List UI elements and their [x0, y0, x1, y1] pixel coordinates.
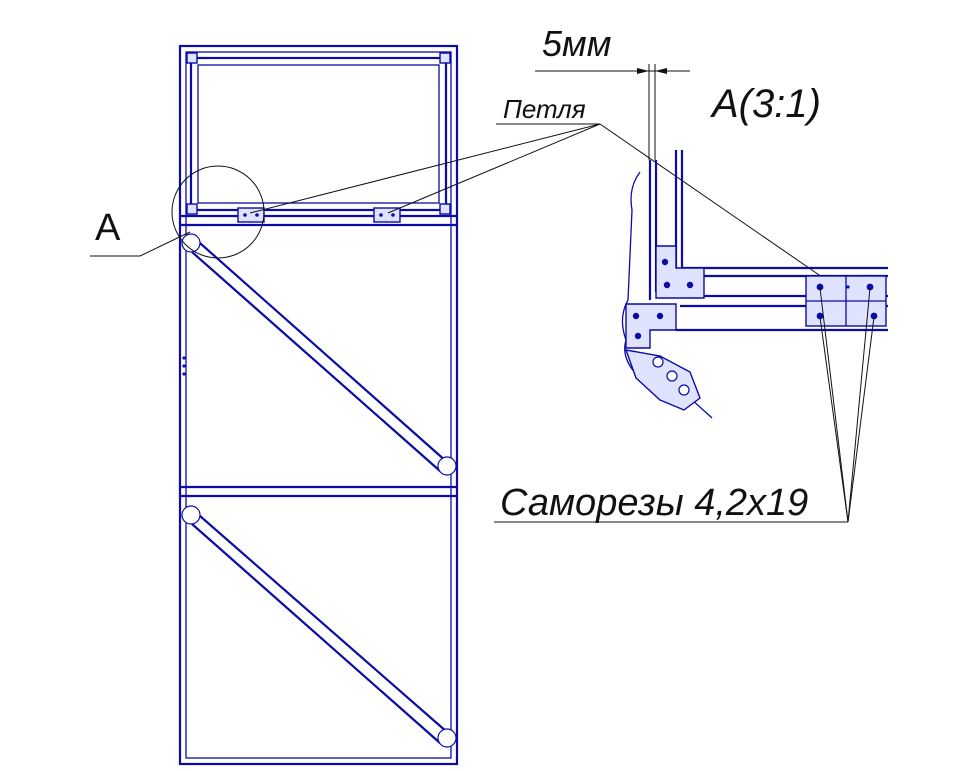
top-sash [186, 52, 451, 215]
screws-label: Саморезы 4,2х19 [500, 482, 808, 524]
screws-label-leaders [494, 287, 875, 523]
detail-view [621, 150, 888, 419]
dimension-label: 5мм [542, 23, 611, 64]
view-letter-leader [90, 231, 191, 257]
main-frame [171, 44, 459, 766]
corner-bracket-upper [655, 245, 705, 299]
hinge-label-leaders [249, 123, 839, 289]
diagonal-brace-upper [181, 233, 457, 476]
horizontal-rails [180, 214, 457, 498]
diagonal-brace-lower [181, 505, 457, 748]
view-letter: A [95, 207, 121, 249]
detail-title: A(3:1) [710, 82, 821, 126]
hinge-label: Петля [503, 94, 586, 124]
detail-callout-circle [171, 165, 265, 259]
corner-bracket-lower [625, 303, 677, 349]
brace-end [624, 349, 701, 411]
dimension-5mm [535, 64, 690, 160]
hinge-plate [805, 275, 887, 327]
hinge-right [373, 207, 401, 223]
